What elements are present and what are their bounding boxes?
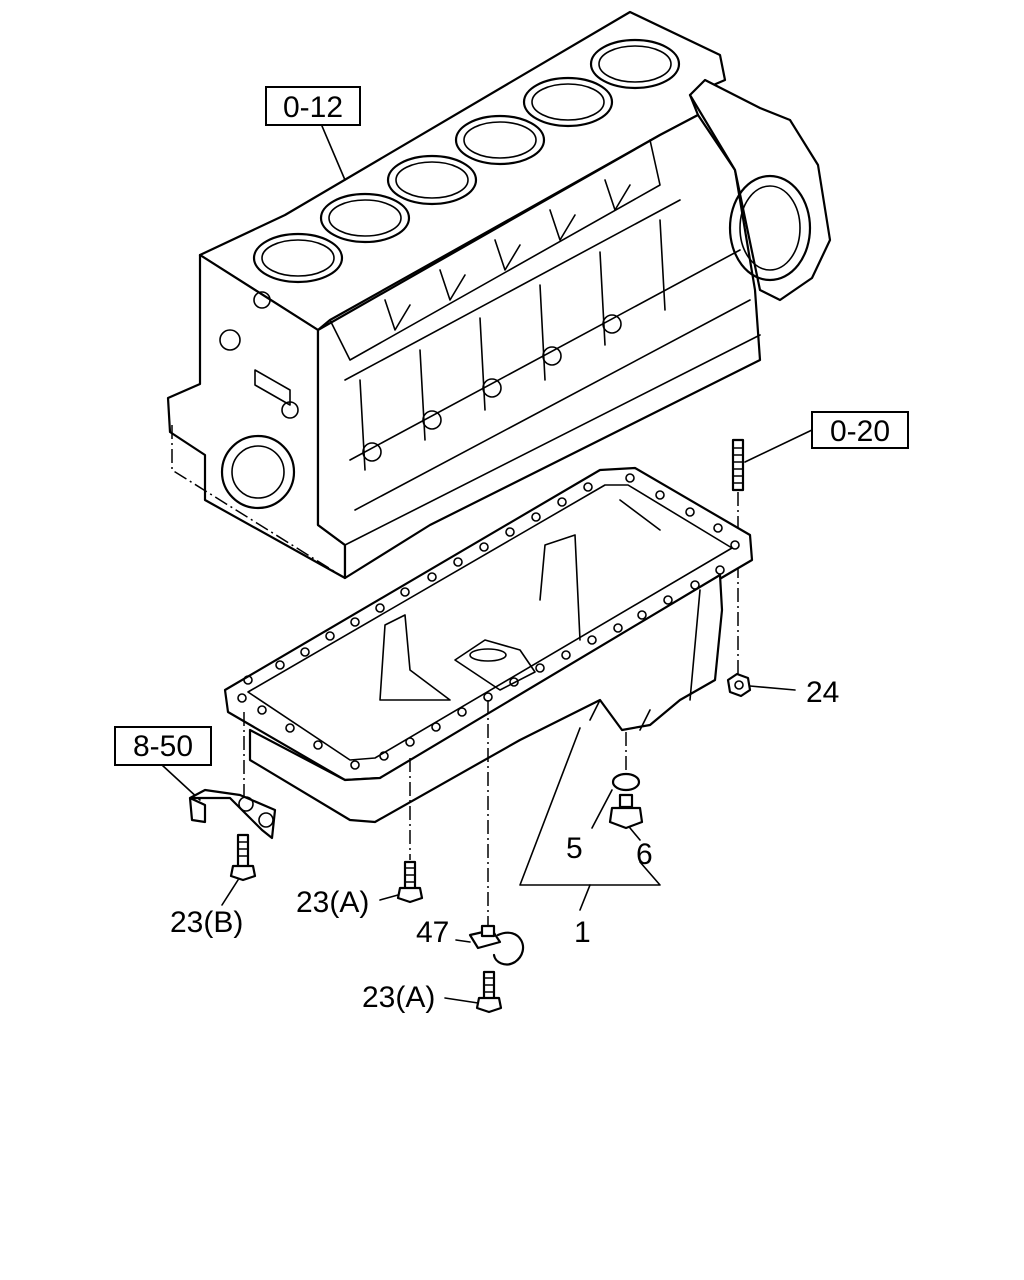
stud-icon [731, 438, 745, 492]
bolt-icon [229, 833, 257, 882]
drain-plug-icon [608, 793, 644, 830]
clip-icon [468, 924, 525, 966]
bolt-icon [475, 970, 503, 1014]
part-label-24: 24 [806, 676, 839, 709]
bolt-icon [396, 860, 424, 904]
nut-icon [726, 672, 752, 698]
part-label-23a-front: 23(A) [296, 886, 369, 919]
svg-text:0-12: 0-12 [283, 91, 343, 124]
o-ring-icon [611, 772, 641, 792]
pan-bolt-holes [237, 473, 740, 770]
part-label-47: 47 [416, 916, 449, 949]
part-label-23b: 23(B) [170, 906, 243, 939]
ref-box-engine-block[interactable]: 0-12 [265, 86, 361, 126]
ref-box-stud[interactable]: 0-20 [811, 411, 909, 449]
bracket-icon [188, 788, 277, 840]
engine-block-icon [166, 10, 832, 580]
svg-text:8-50: 8-50 [133, 730, 193, 763]
cylinder-bores [252, 38, 681, 284]
part-label-23a-lower: 23(A) [362, 981, 435, 1014]
part-label-5: 5 [566, 832, 583, 865]
part-label-1: 1 [574, 916, 591, 949]
oil-pan-icon [223, 466, 754, 824]
svg-text:0-20: 0-20 [830, 415, 890, 448]
ref-box-bracket[interactable]: 8-50 [114, 726, 212, 766]
